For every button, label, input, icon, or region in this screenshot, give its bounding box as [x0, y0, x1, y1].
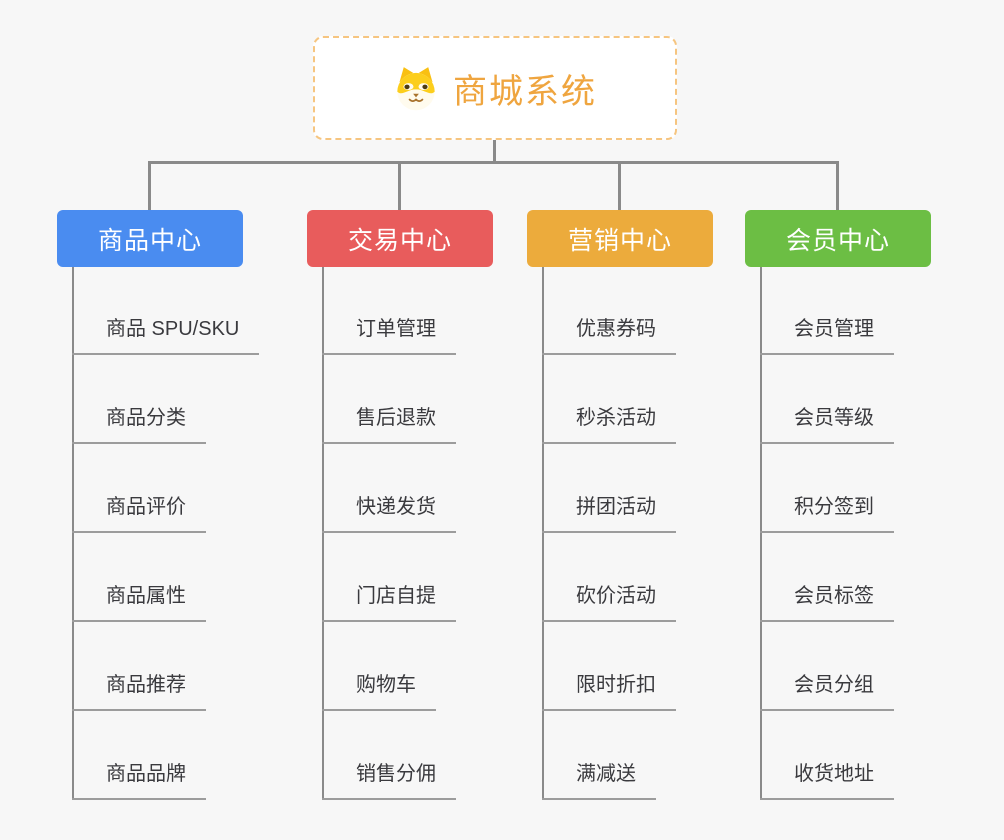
leaf-topic[interactable]: 门店自提	[322, 582, 456, 622]
leaf-topic[interactable]: 订单管理	[322, 315, 456, 355]
branch-label: 交易中心	[347, 226, 452, 255]
leaf-topic[interactable]: 商品推荐	[72, 671, 206, 711]
leaf-topic[interactable]: 限时折扣	[542, 671, 676, 711]
leaf-topic[interactable]: 会员等级	[760, 404, 894, 444]
leaf-list: 商品 SPU/SKU 商品分类 商品评价 商品属性 商品推荐 商品品牌	[72, 267, 260, 800]
connector-root-drop	[493, 140, 496, 162]
branch-label: 营销中心	[567, 226, 672, 255]
branch-label: 商品中心	[97, 226, 202, 255]
leaf-topic[interactable]: 秒杀活动	[542, 404, 676, 444]
leaf-topic[interactable]: 售后退款	[322, 404, 456, 444]
connector-horizontal-bus	[148, 161, 839, 164]
leaf-topic[interactable]: 商品品牌	[72, 760, 206, 800]
leaf-topic[interactable]: 快递发货	[322, 493, 456, 533]
branch-spine	[322, 267, 324, 800]
leaf-topic[interactable]: 优惠券码	[542, 315, 676, 355]
leaf-topic[interactable]: 砍价活动	[542, 582, 676, 622]
connector-drop-product	[148, 161, 151, 210]
shiba-dog-icon	[393, 65, 439, 111]
leaf-list: 会员管理 会员等级 积分签到 会员标签 会员分组 收货地址	[760, 267, 894, 800]
leaf-topic[interactable]: 会员标签	[760, 582, 894, 622]
leaf-topic[interactable]: 商品评价	[72, 493, 206, 533]
leaf-topic[interactable]: 满减送	[542, 760, 656, 800]
branch-node-member-center[interactable]: 会员中心	[745, 210, 931, 267]
connector-drop-marketing	[618, 161, 621, 210]
leaf-topic[interactable]: 收货地址	[760, 760, 894, 800]
leaf-topic[interactable]: 会员分组	[760, 671, 894, 711]
branch-label: 会员中心	[785, 226, 890, 255]
leaf-topic[interactable]: 购物车	[322, 671, 436, 711]
leaf-topic[interactable]: 商品 SPU/SKU	[72, 315, 260, 355]
leaf-topic[interactable]: 商品分类	[72, 404, 206, 444]
leaf-topic[interactable]: 拼团活动	[542, 493, 676, 533]
leaf-list: 订单管理 售后退款 快递发货 门店自提 购物车 销售分佣	[322, 267, 456, 800]
branch-node-product-center[interactable]: 商品中心	[57, 210, 243, 267]
branch-spine	[72, 267, 74, 800]
connector-drop-trade	[398, 161, 401, 210]
branch-spine	[542, 267, 544, 800]
branch-spine	[760, 267, 762, 800]
leaf-topic[interactable]: 销售分佣	[322, 760, 456, 800]
root-node-mall-system[interactable]: 商城系统	[313, 36, 677, 140]
leaf-list: 优惠券码 秒杀活动 拼团活动 砍价活动 限时折扣 满减送	[542, 267, 676, 800]
leaf-topic[interactable]: 积分签到	[760, 493, 894, 533]
connector-drop-member	[836, 161, 839, 210]
root-title: 商城系统	[453, 72, 597, 111]
branch-node-trade-center[interactable]: 交易中心	[307, 210, 493, 267]
leaf-topic[interactable]: 商品属性	[72, 582, 206, 622]
branch-node-marketing-center[interactable]: 营销中心	[527, 210, 713, 267]
leaf-topic[interactable]: 会员管理	[760, 315, 894, 355]
